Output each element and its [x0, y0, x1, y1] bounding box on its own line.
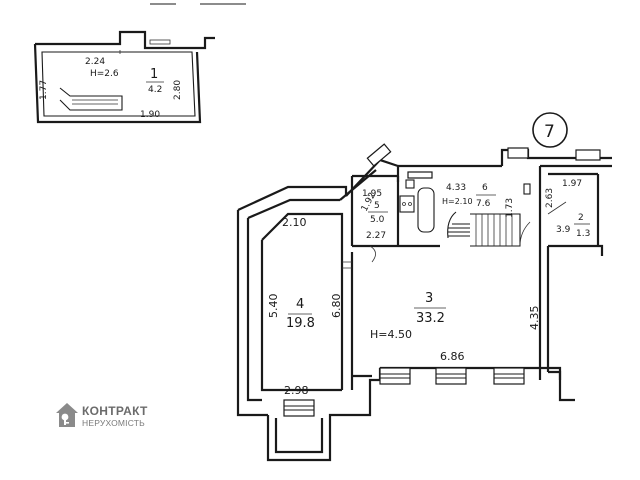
dim-2-98: 2.98: [284, 384, 309, 397]
dim-h-2-10: H=2.10: [442, 197, 473, 206]
room-2-area-secondary: 1.3: [576, 229, 590, 239]
dim-1-90: 1.90: [140, 110, 160, 120]
unit-badge-number: 7: [544, 122, 555, 142]
dim-1-97: 1.97: [562, 179, 582, 189]
room-5-number: 5: [374, 201, 380, 211]
dim-2-80: 2.80: [173, 80, 183, 100]
dim-4-35: 4.35: [528, 306, 541, 331]
washbasin: [399, 195, 415, 213]
windows: [283, 143, 601, 417]
room-5-area: 5.0: [370, 215, 385, 225]
dim-4-33: 4.33: [446, 183, 466, 193]
house-key-icon: [56, 403, 78, 427]
room-2-number: 2: [578, 213, 584, 223]
room-4-area: 19.8: [286, 316, 315, 331]
room-3-area: 33.2: [416, 311, 445, 326]
dim-2-27: 2.27: [366, 231, 386, 241]
room-2-area: 3.9: [556, 225, 571, 235]
sink-small: [523, 183, 531, 195]
stairs: [447, 211, 521, 247]
room-3-number: 3: [425, 291, 433, 306]
dim-6-86: 6.86: [440, 350, 465, 363]
dim-1-77: 1.77: [39, 80, 49, 100]
unit-badge: [532, 112, 568, 148]
mezzanine-plan: [33, 30, 215, 124]
dim-5-40: 5.40: [267, 294, 280, 319]
logo-subtitle: НЕРУХОМІСТЬ: [82, 418, 145, 428]
dim-2-24: 2.24: [85, 57, 105, 67]
room-1-number: 1: [150, 67, 158, 82]
room-6-area: 7.6: [476, 199, 491, 209]
dim-1-95: 1.95: [362, 189, 382, 199]
main-walls: [236, 148, 612, 462]
contract-realty-logo: КОНТРАКТ НЕРУХОМІСТЬ: [54, 401, 194, 431]
room-6-number: 6: [482, 183, 488, 193]
dim-1-73: 1.73: [505, 198, 515, 218]
toilet: [405, 179, 415, 189]
dim-h-2-6: H=2.6: [90, 69, 119, 79]
dim-2-63: 2.63: [545, 188, 555, 208]
logo-name: КОНТРАКТ: [82, 404, 148, 418]
room-4-number: 4: [296, 297, 304, 312]
dim-h-4-50: H=4.50: [370, 328, 412, 341]
room-1-area: 4.2: [148, 85, 162, 95]
bathtub: [417, 187, 435, 233]
dim-6-80: 6.80: [330, 294, 343, 319]
dim-2-10: 2.10: [282, 216, 307, 229]
